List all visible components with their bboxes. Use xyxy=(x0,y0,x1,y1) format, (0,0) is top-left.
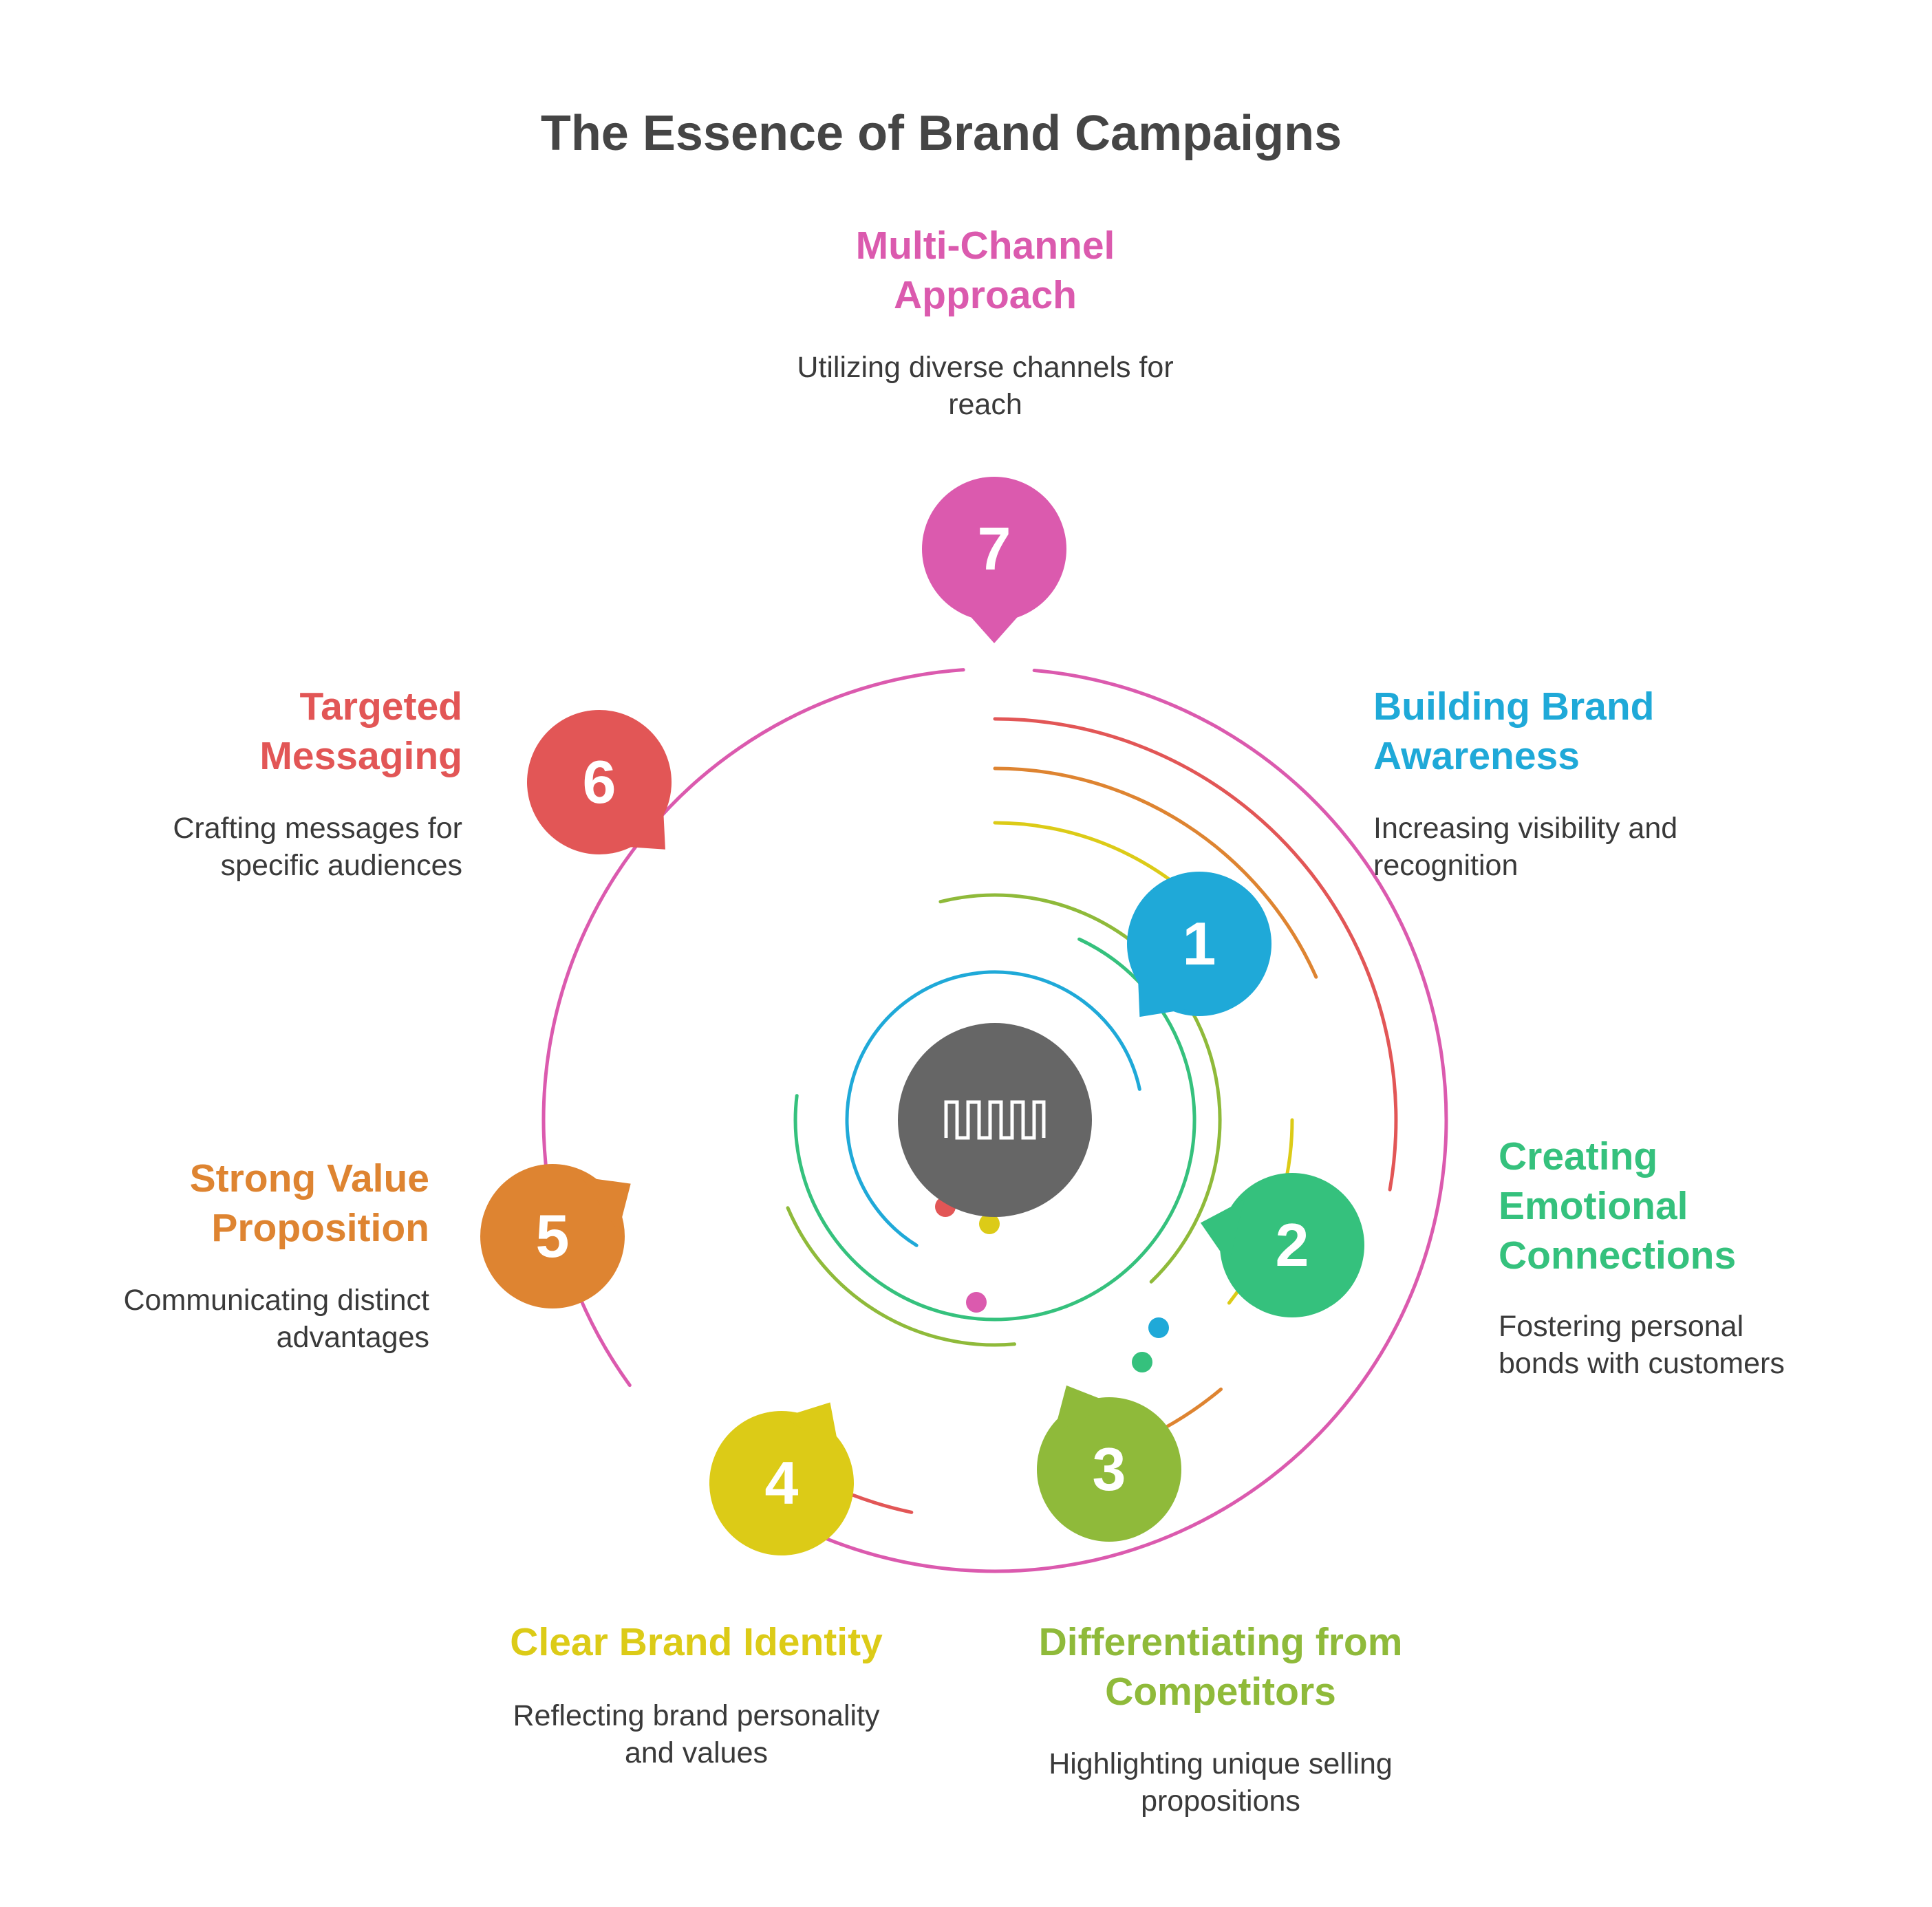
ring-arc-7 xyxy=(795,669,1448,1573)
ring-dot-7 xyxy=(966,1292,987,1313)
step-heading-line: Emotional xyxy=(1499,1184,1688,1228)
step-marker-pointer xyxy=(615,799,665,850)
step-marker-pointer xyxy=(581,1176,631,1232)
page-title: The Essence of Brand Campaigns xyxy=(541,106,1342,161)
step-number: 3 xyxy=(1093,1435,1126,1503)
step-description-line: and values xyxy=(625,1736,768,1769)
step-heading-line: Competitors xyxy=(1105,1670,1336,1714)
step-number: 2 xyxy=(1276,1211,1309,1279)
step-markers: 1 2 3 4 5 6 7 xyxy=(480,477,1364,1555)
step-label-3: Differentiating fromCompetitorsHighlight… xyxy=(1039,1620,1403,1818)
step-heading-line: Strong Value xyxy=(190,1156,429,1200)
step-description-line: Crafting messages for xyxy=(173,812,462,845)
step-marker-2: 2 xyxy=(1200,1173,1364,1317)
step-description-line: Reflecting brand personality xyxy=(513,1699,880,1732)
step-description-line: reach xyxy=(948,388,1022,421)
ring-arc-1 xyxy=(845,970,1141,1247)
step-marker-circle xyxy=(527,710,672,854)
step-heading-line: Multi-Channel xyxy=(856,224,1115,268)
step-description-line: Increasing visibility and xyxy=(1373,812,1677,845)
step-description-line: Communicating distinct xyxy=(123,1284,429,1317)
step-marker-pointer xyxy=(1053,1385,1113,1434)
center-hub xyxy=(898,1023,1092,1217)
step-marker-pointer xyxy=(1137,967,1189,1017)
step-description-line: Highlighting unique selling xyxy=(1049,1747,1393,1780)
step-description-line: bonds with customers xyxy=(1499,1347,1785,1380)
step-marker-1: 1 xyxy=(1127,872,1271,1017)
step-description-line: recognition xyxy=(1373,849,1518,882)
step-heading-line: Proposition xyxy=(211,1206,429,1250)
step-marker-circle xyxy=(1037,1397,1181,1542)
step-number: 5 xyxy=(536,1202,570,1270)
step-marker-circle xyxy=(922,477,1066,621)
step-description-line: specific audiences xyxy=(221,849,462,882)
ring-arc-6 xyxy=(993,717,1398,1192)
ring-dot-4 xyxy=(979,1214,1000,1234)
step-description-line: propositions xyxy=(1141,1785,1300,1818)
step-number: 1 xyxy=(1183,909,1216,978)
step-description-line: advantages xyxy=(277,1321,429,1354)
step-heading-line: Creating xyxy=(1499,1134,1657,1178)
step-heading-line: Differentiating from xyxy=(1039,1620,1403,1664)
step-marker-circle xyxy=(480,1164,625,1308)
step-number: 7 xyxy=(978,515,1011,583)
square-wave-icon xyxy=(944,1100,1046,1140)
step-heading-line: Targeted xyxy=(300,685,463,729)
step-marker-circle xyxy=(1220,1173,1364,1317)
step-number: 4 xyxy=(765,1449,799,1517)
step-number: 6 xyxy=(583,748,616,816)
step-heading-line: Clear Brand Identity xyxy=(510,1620,883,1664)
step-heading-line: Awareness xyxy=(1373,734,1580,778)
step-marker-pointer xyxy=(1200,1199,1245,1264)
step-description-line: Utilizing diverse channels for xyxy=(797,351,1173,384)
step-heading-line: Connections xyxy=(1499,1233,1736,1278)
step-marker-7: 7 xyxy=(922,477,1066,643)
step-marker-pointer xyxy=(961,606,1027,643)
step-marker-pointer xyxy=(782,1402,839,1452)
step-marker-4: 4 xyxy=(709,1402,854,1555)
ring-arc-3 xyxy=(786,1206,1016,1347)
ring-dot-2 xyxy=(1132,1352,1152,1372)
step-marker-3: 3 xyxy=(1037,1385,1181,1542)
center-circle xyxy=(898,1023,1092,1217)
step-marker-6: 6 xyxy=(527,710,672,854)
step-marker-circle xyxy=(709,1411,854,1555)
step-marker-circle xyxy=(1127,872,1271,1016)
step-marker-5: 5 xyxy=(480,1164,631,1308)
step-heading-line: Messaging xyxy=(259,734,462,778)
ring-arc-5 xyxy=(993,766,1318,979)
step-heading-line: Building Brand xyxy=(1373,685,1654,729)
ring-arc-2 xyxy=(793,937,1196,1322)
step-heading-line: Approach xyxy=(894,273,1077,317)
ring-dot-1 xyxy=(1148,1317,1169,1338)
step-description-line: Fostering personal xyxy=(1499,1310,1743,1343)
